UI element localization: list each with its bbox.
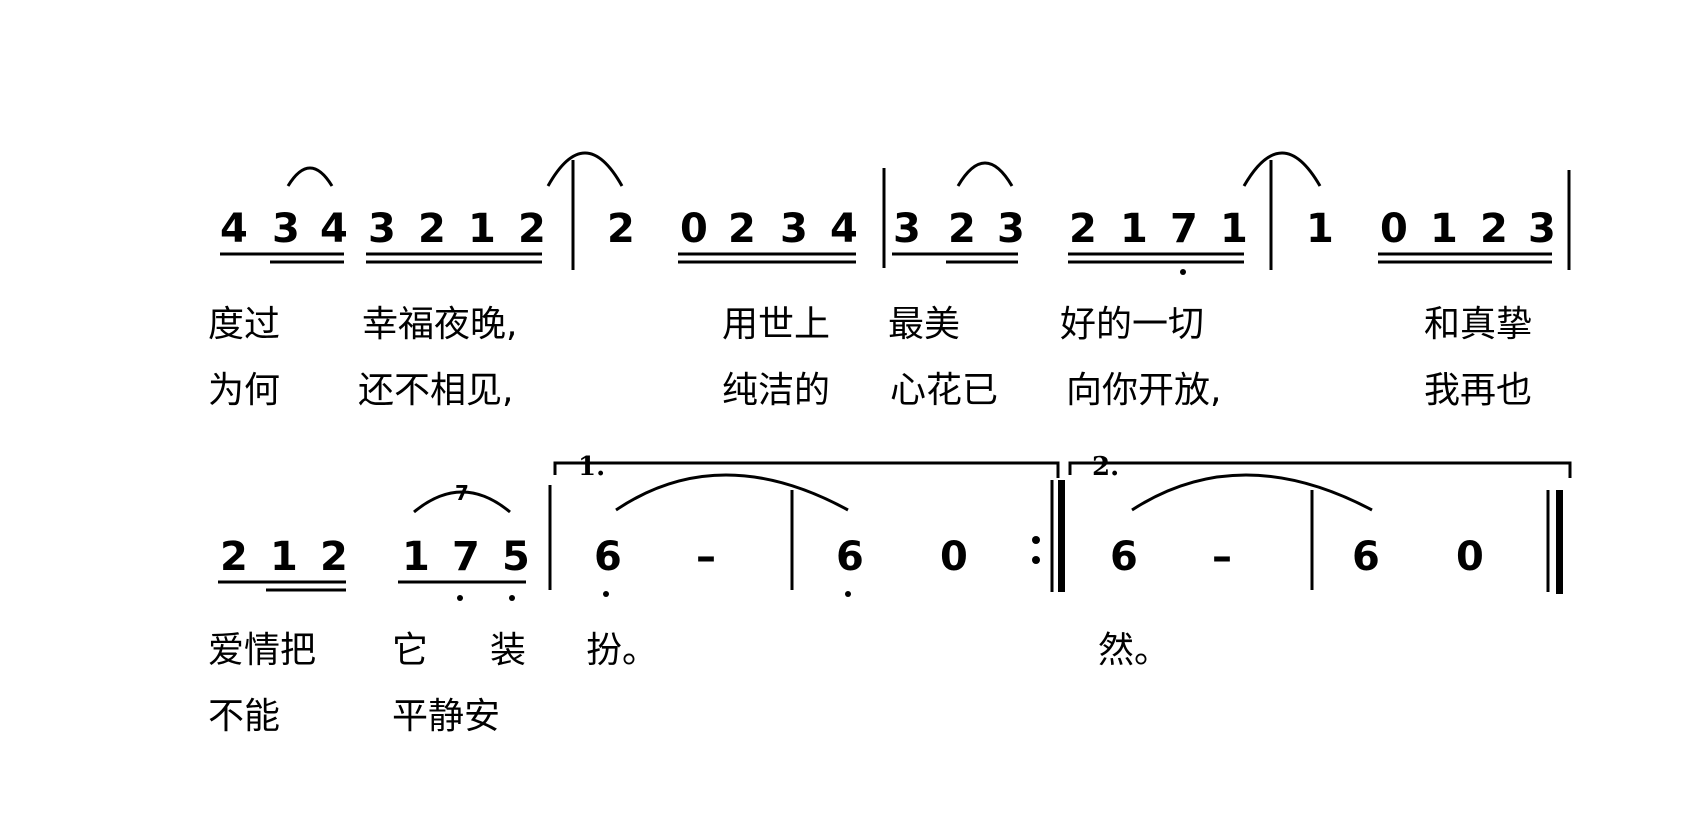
lyric: 它	[392, 630, 428, 671]
lyric: 心花已	[890, 370, 998, 411]
note: 1	[1306, 206, 1334, 252]
beams	[218, 580, 526, 592]
lyric: 纯洁的	[722, 370, 830, 411]
note: 6	[1110, 534, 1138, 580]
lyric: 和真挚	[1424, 304, 1532, 345]
lyric: 爱情把	[208, 630, 316, 671]
note: 5	[502, 534, 530, 580]
note: 2	[418, 206, 446, 252]
lyric: 幸福夜晚,	[362, 304, 517, 345]
lyric: 扮。	[586, 630, 658, 671]
lyric: 我再也	[1424, 370, 1532, 411]
lyric: 向你开放,	[1066, 370, 1221, 411]
note: 1	[1430, 206, 1458, 252]
note: 3	[272, 206, 300, 252]
note: 0	[680, 206, 708, 252]
ending-1-label: 1.	[578, 452, 605, 482]
note: 7	[452, 534, 480, 580]
note: 2	[1069, 206, 1097, 252]
lyric: 还不相见,	[358, 370, 513, 411]
octave-dots	[457, 591, 851, 601]
note: 0	[1456, 534, 1484, 580]
grace-note: 7	[455, 481, 469, 505]
note: 2	[220, 534, 248, 580]
note: 6	[836, 534, 864, 580]
slur	[546, 151, 624, 187]
final-barline	[1556, 490, 1563, 594]
note: –	[1212, 534, 1232, 580]
lyric: 为何	[208, 370, 280, 411]
note: 7	[1170, 206, 1198, 252]
note: 3	[780, 206, 808, 252]
note: 2	[607, 206, 635, 252]
tie	[1131, 473, 1373, 512]
ending-2-label: 2.	[1092, 452, 1119, 482]
barlines	[571, 160, 1571, 270]
ending-bracket-2	[1068, 461, 1572, 478]
tie	[615, 473, 849, 512]
repeat-barline	[1058, 480, 1065, 592]
note: 3	[1528, 206, 1556, 252]
lyric: 度过	[208, 304, 280, 345]
note: 6	[594, 534, 622, 580]
lyric: 然。	[1098, 630, 1170, 671]
score-line-1: 4 3 4 3 2 1 2 2 0 2 3 4 3 2 3 2 1 7 1 1 …	[208, 151, 1571, 411]
slur	[1242, 151, 1322, 187]
note: 1	[402, 534, 430, 580]
repeat-dot	[1032, 536, 1040, 544]
ending-bracket-1	[553, 461, 1060, 478]
note: 2	[1480, 206, 1508, 252]
lyric: 最美	[888, 304, 960, 345]
slur	[286, 166, 334, 187]
note: –	[696, 534, 716, 580]
score-line-2: 7 1. 2. 2 1 2 1 7 5 6 – 6 0 6 – 6 0	[208, 452, 1572, 737]
note: 4	[220, 206, 248, 252]
lyric: 好的一切	[1060, 304, 1204, 345]
note: 4	[320, 206, 348, 252]
note: 0	[940, 534, 968, 580]
repeat-dot	[1032, 556, 1040, 564]
slur	[413, 490, 511, 514]
note: 1	[468, 206, 496, 252]
slur	[956, 161, 1014, 187]
note: 3	[368, 206, 396, 252]
barlines	[548, 480, 1550, 592]
note: 3	[893, 206, 921, 252]
note: 1	[270, 534, 298, 580]
note: 2	[518, 206, 546, 252]
octave-dot	[1180, 269, 1186, 275]
note: 2	[728, 206, 756, 252]
note: 2	[948, 206, 976, 252]
lyric: 装	[490, 630, 526, 671]
note: 3	[997, 206, 1025, 252]
note: 0	[1380, 206, 1408, 252]
lyric: 不能	[208, 696, 280, 737]
note: 1	[1220, 206, 1248, 252]
note: 2	[320, 534, 348, 580]
lyric: 用世上	[722, 304, 830, 345]
lyric: 平静安	[392, 696, 500, 737]
note: 6	[1352, 534, 1380, 580]
note: 1	[1120, 206, 1148, 252]
beams	[220, 252, 1552, 264]
note: 4	[830, 206, 858, 252]
